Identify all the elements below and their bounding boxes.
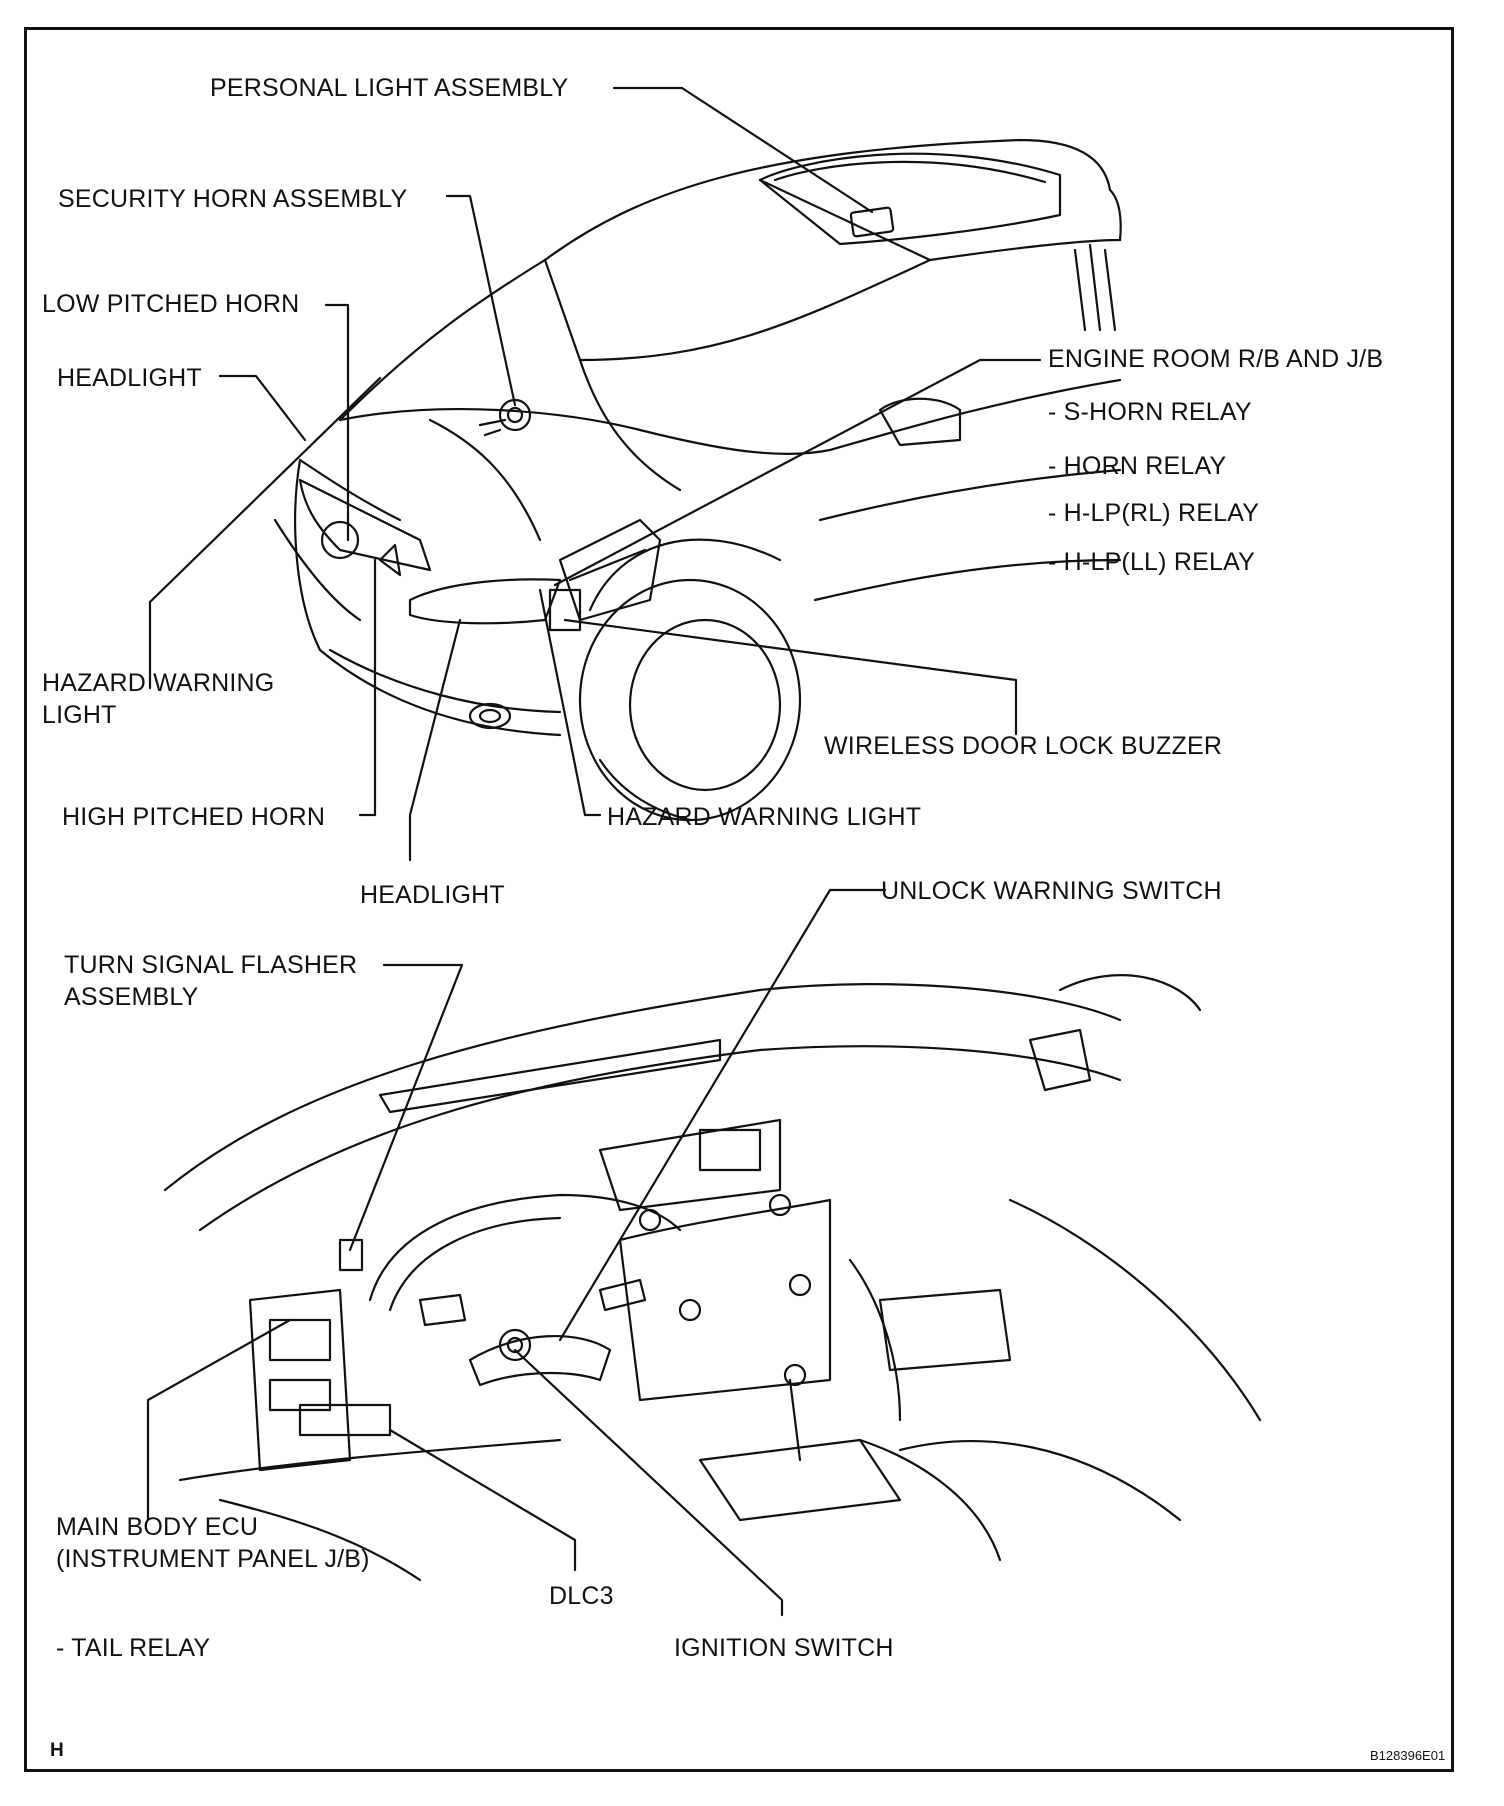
label-high-pitched-horn: HIGH PITCHED HORN — [62, 803, 326, 831]
label-low-pitched-horn: LOW PITCHED HORN — [42, 290, 300, 318]
label-s-horn-relay: - S-HORN RELAY — [1048, 398, 1252, 426]
label-tail-relay: - TAIL RELAY — [56, 1634, 211, 1662]
label-hazard-warning-light-left: HAZARD WARNING LIGHT — [42, 669, 275, 729]
label-security-horn-assembly: SECURITY HORN ASSEMBLY — [58, 185, 408, 213]
dashboard-drawing — [163, 974, 1262, 1582]
label-wireless-door-lock-buzzer: WIRELESS DOOR LOCK BUZZER — [824, 732, 1223, 760]
label-headlight-bottom: HEADLIGHT — [360, 881, 505, 909]
label-turn-signal-flasher-assembly: TURN SIGNAL FLASHER ASSEMBLY — [64, 951, 358, 1011]
label-unlock-warning-switch: UNLOCK WARNING SWITCH — [881, 877, 1222, 905]
label-ignition-switch: IGNITION SWITCH — [674, 1634, 894, 1662]
diagram-frame — [24, 27, 1454, 1772]
car-drawing — [273, 138, 1122, 822]
label-hazard-warning-light-right: HAZARD WARNING LIGHT — [607, 803, 922, 831]
label-main-body-ecu: MAIN BODY ECU (INSTRUMENT PANEL J/B) — [56, 1513, 370, 1573]
section-letter: H — [50, 1740, 64, 1761]
label-dlc3: DLC3 — [549, 1582, 614, 1610]
label-headlight-left: HEADLIGHT — [57, 364, 202, 392]
label-personal-light-assembly: PERSONAL LIGHT ASSEMBLY — [210, 74, 569, 102]
label-horn-relay: - HORN RELAY — [1048, 452, 1227, 480]
label-hlp-ll-relay: - H-LP(LL) RELAY — [1048, 548, 1255, 576]
figure-code: B128396E01 — [1370, 1748, 1446, 1763]
label-hlp-rl-relay: - H-LP(RL) RELAY — [1048, 499, 1260, 527]
label-engine-room-rb-jb: ENGINE ROOM R/B AND J/B — [1048, 345, 1384, 373]
leader-lines — [146, 86, 1042, 1617]
